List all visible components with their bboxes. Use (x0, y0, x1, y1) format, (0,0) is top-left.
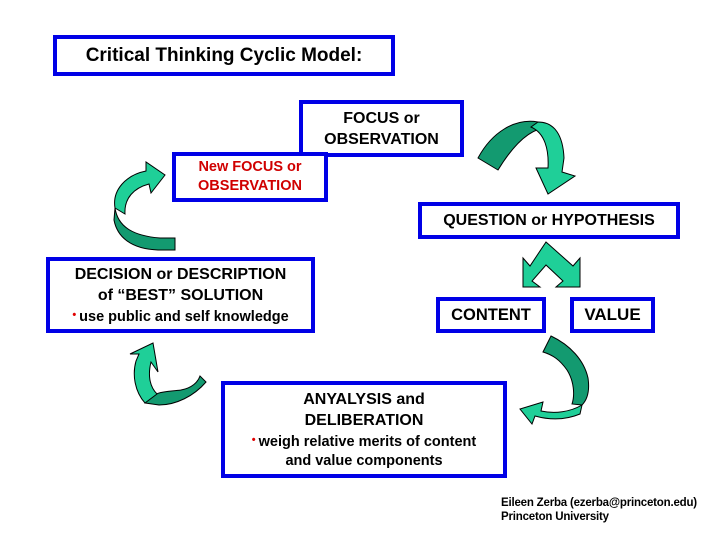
node-analysis-deliberation: ANYALYSIS and DELIBERATION •weigh relati… (221, 381, 507, 478)
credit-institution: Princeton University (501, 511, 609, 523)
analysis-bullet-line: •weigh relative merits of content (252, 431, 476, 452)
node-new-focus-observation: New FOCUS or OBSERVATION (172, 152, 328, 202)
diagram-title-text: Critical Thinking Cyclic Model: (85, 44, 363, 66)
bullet-icon: • (251, 433, 256, 446)
arrow-analysis-to-decision (129, 342, 207, 406)
analysis-bullet-continuation: and value components (285, 452, 443, 469)
node-question-hypothesis: QUESTION or HYPOTHESIS (418, 202, 680, 239)
focus-line1: FOCUS or (343, 109, 420, 127)
decision-bullet-line: •use public and self knowledge (72, 306, 288, 327)
arrow-focus-to-question (477, 120, 577, 195)
arrow-question-split (522, 241, 581, 288)
node-content: CONTENT (436, 297, 546, 333)
arrow-decision-to-newfocus (113, 161, 176, 251)
question-label: QUESTION or HYPOTHESIS (443, 211, 655, 229)
new-focus-line1: New FOCUS or (198, 159, 302, 175)
node-focus-observation: FOCUS or OBSERVATION (299, 100, 464, 157)
analysis-line1: ANYALYSIS and (303, 390, 425, 408)
decision-bullet-text: use public and self knowledge (79, 308, 289, 325)
decision-line1: DECISION or DESCRIPTION (74, 265, 287, 283)
focus-line2: OBSERVATION (324, 130, 439, 148)
credit-author: Eileen Zerba (ezerba@princeton.edu) (501, 497, 697, 509)
diagram-title: Critical Thinking Cyclic Model: (53, 35, 395, 76)
value-label: VALUE (584, 305, 641, 324)
node-decision-description: DECISION or DESCRIPTION of “BEST” SOLUTI… (46, 257, 315, 333)
new-focus-line2: OBSERVATION (198, 178, 302, 194)
decision-line2: of “BEST” SOLUTION (97, 286, 264, 304)
arrow-value-to-analysis (519, 335, 590, 425)
node-value: VALUE (570, 297, 655, 333)
analysis-bullet-text: weigh relative merits of content (258, 433, 477, 450)
bullet-icon: • (72, 308, 77, 321)
author-credit: Eileen Zerba (ezerba@princeton.edu) Prin… (501, 496, 697, 524)
analysis-line2: DELIBERATION (304, 411, 424, 429)
content-label: CONTENT (451, 305, 531, 324)
